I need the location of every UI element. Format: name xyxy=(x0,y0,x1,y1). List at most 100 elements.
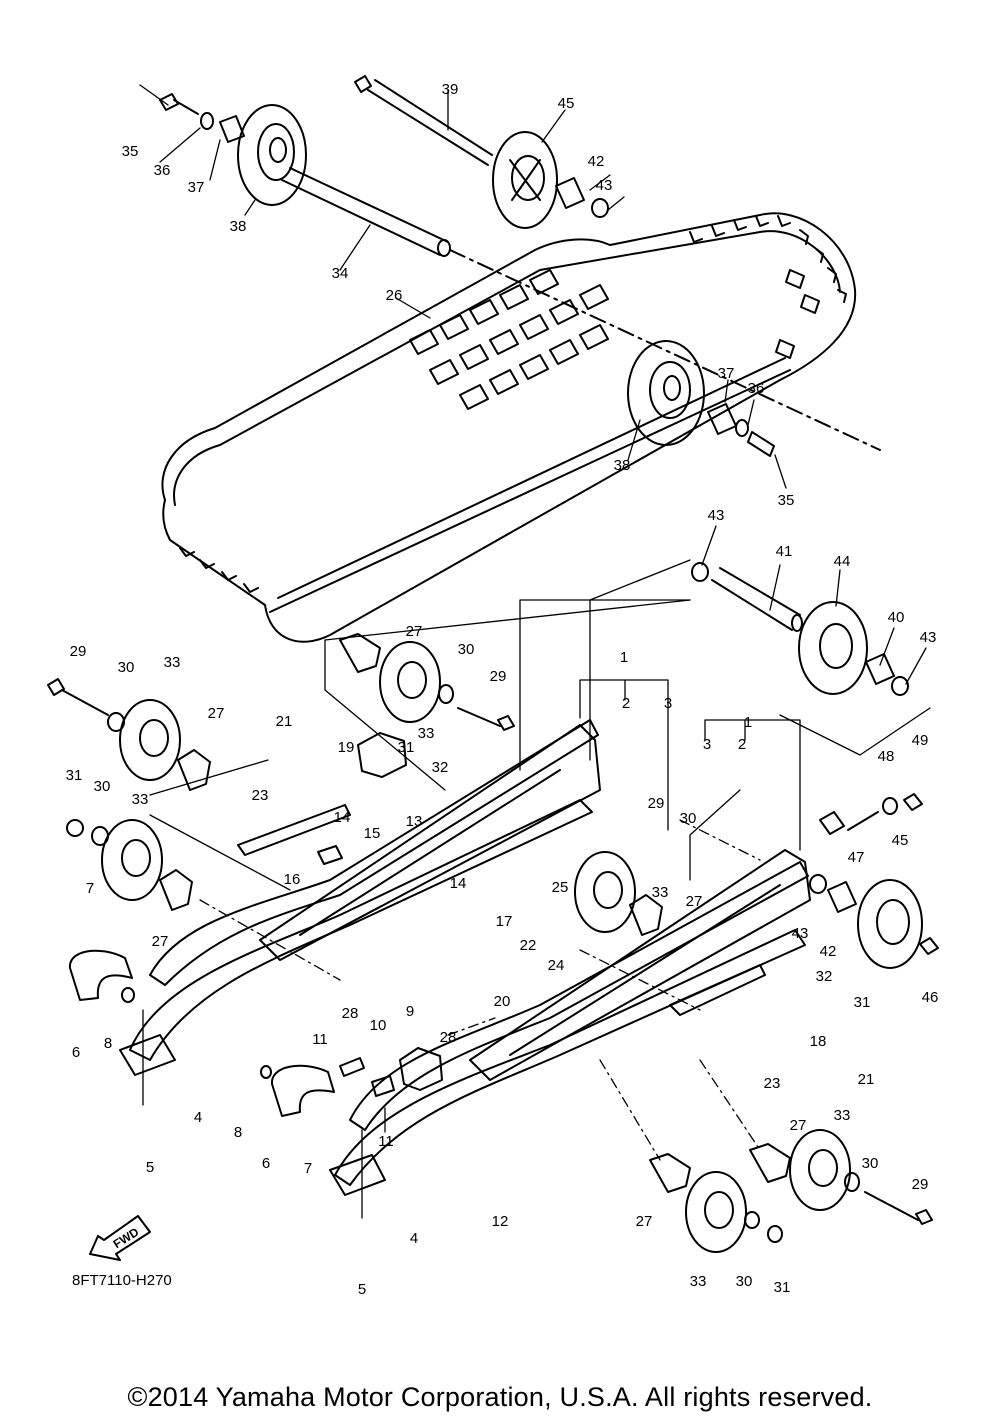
callout-39: 39 xyxy=(442,81,459,98)
callout-5: 5 xyxy=(146,1159,154,1176)
callout-33: 33 xyxy=(418,725,435,742)
callout-30: 30 xyxy=(118,659,135,676)
callout-14: 14 xyxy=(334,809,351,826)
callout-46: 46 xyxy=(922,989,939,1006)
callout-33: 33 xyxy=(652,884,669,901)
callout-42: 42 xyxy=(820,943,837,960)
callout-8: 8 xyxy=(104,1035,112,1052)
callout-33: 33 xyxy=(164,654,181,671)
callout-4: 4 xyxy=(410,1230,418,1247)
upper-wheel-assembly xyxy=(159,75,881,451)
callout-9: 9 xyxy=(406,1003,414,1020)
wheels-rear-right xyxy=(809,793,939,969)
callout-27: 27 xyxy=(152,933,169,950)
forward-direction-arrow-icon: FWD xyxy=(89,1215,151,1261)
slide-rail-right xyxy=(329,861,809,1196)
callout-10: 10 xyxy=(370,1017,387,1034)
callout-33: 33 xyxy=(132,791,149,808)
callout-29: 29 xyxy=(490,668,507,685)
callout-27: 27 xyxy=(208,705,225,722)
callout-49: 49 xyxy=(912,732,929,749)
callout-3: 3 xyxy=(703,736,711,753)
callout-34: 34 xyxy=(332,265,349,282)
callout-12: 12 xyxy=(492,1213,509,1230)
middle-idler-assembly xyxy=(691,562,909,696)
diagram-reference-code: 8FT7110-H270 xyxy=(72,1272,172,1289)
callout-2: 2 xyxy=(738,736,746,753)
callout-33: 33 xyxy=(690,1273,707,1290)
callout-32: 32 xyxy=(432,759,449,776)
callout-25: 25 xyxy=(552,879,569,896)
callout-27: 27 xyxy=(636,1213,653,1230)
callout-24: 24 xyxy=(548,957,565,974)
track-belt xyxy=(161,212,857,643)
callout-30: 30 xyxy=(680,810,697,827)
callout-30: 30 xyxy=(94,778,111,795)
callout-36: 36 xyxy=(748,380,765,397)
front-guides xyxy=(68,732,766,1117)
callout-6: 6 xyxy=(262,1155,270,1172)
callout-16: 16 xyxy=(284,871,301,888)
callout-43: 43 xyxy=(792,925,809,942)
callout-5: 5 xyxy=(358,1281,366,1298)
frame-right xyxy=(469,849,811,1081)
callout-35: 35 xyxy=(122,143,139,160)
slide-rail-left xyxy=(119,719,599,1076)
callout-29: 29 xyxy=(912,1176,929,1193)
callout-11: 11 xyxy=(312,1031,328,1048)
callout-22: 22 xyxy=(520,937,537,954)
callout-33: 33 xyxy=(834,1107,851,1124)
callout-40: 40 xyxy=(888,609,905,626)
callout-32: 32 xyxy=(816,968,833,985)
callout-26: 26 xyxy=(386,287,403,304)
copyright-notice: ©2014 Yamaha Motor Corporation, U.S.A. A… xyxy=(127,1382,873,1412)
callout-27: 27 xyxy=(406,623,423,640)
callout-31: 31 xyxy=(854,994,871,1011)
callout-3: 3 xyxy=(664,695,672,712)
rear-wheel-38 xyxy=(627,340,775,457)
callout-15: 15 xyxy=(364,825,381,842)
callout-14: 14 xyxy=(450,875,467,892)
wheels-left xyxy=(47,678,211,911)
callout-7: 7 xyxy=(86,880,94,897)
wheels-center-upper xyxy=(339,633,515,731)
callout-30: 30 xyxy=(736,1273,753,1290)
callout-18: 18 xyxy=(810,1033,827,1050)
callout-43: 43 xyxy=(596,177,613,194)
callout-30: 30 xyxy=(862,1155,879,1172)
callout-47: 47 xyxy=(848,849,865,866)
callout-38: 38 xyxy=(614,457,631,474)
callout-29: 29 xyxy=(70,643,87,660)
callout-38: 38 xyxy=(230,218,247,235)
leader-lines xyxy=(139,84,931,1219)
callout-1: 1 xyxy=(620,649,628,666)
callout-1: 1 xyxy=(744,714,752,731)
callout-28: 28 xyxy=(342,1005,359,1022)
callout-41: 41 xyxy=(776,543,793,560)
callout-27: 27 xyxy=(790,1117,807,1134)
callout-8: 8 xyxy=(234,1124,242,1141)
callout-36: 36 xyxy=(154,162,171,179)
wheel-center-33 xyxy=(574,851,663,936)
callout-17: 17 xyxy=(496,913,513,930)
frame-left xyxy=(259,724,601,961)
wheels-rear-lower xyxy=(649,1129,933,1253)
callout-35: 35 xyxy=(778,492,795,509)
callout-11: 11 xyxy=(378,1133,394,1150)
callout-44: 44 xyxy=(834,553,851,570)
callout-43: 43 xyxy=(708,507,725,524)
callout-2: 2 xyxy=(622,695,630,712)
callout-7: 7 xyxy=(304,1160,312,1177)
callout-45: 45 xyxy=(558,95,575,112)
callout-37: 37 xyxy=(718,365,735,382)
callout-6: 6 xyxy=(72,1044,80,1061)
callout-31: 31 xyxy=(774,1279,791,1296)
callout-numbers: 1 1 2 2 3 3 4 4 5 5 6 6 7 7 8 8 9 10 11 … xyxy=(66,81,939,1298)
callout-42: 42 xyxy=(588,153,605,170)
callout-20: 20 xyxy=(494,993,511,1010)
callout-31: 31 xyxy=(66,767,83,784)
callout-31: 31 xyxy=(398,739,415,756)
callout-23: 23 xyxy=(252,787,269,804)
callout-28: 28 xyxy=(440,1029,457,1046)
callout-19: 19 xyxy=(338,739,355,756)
